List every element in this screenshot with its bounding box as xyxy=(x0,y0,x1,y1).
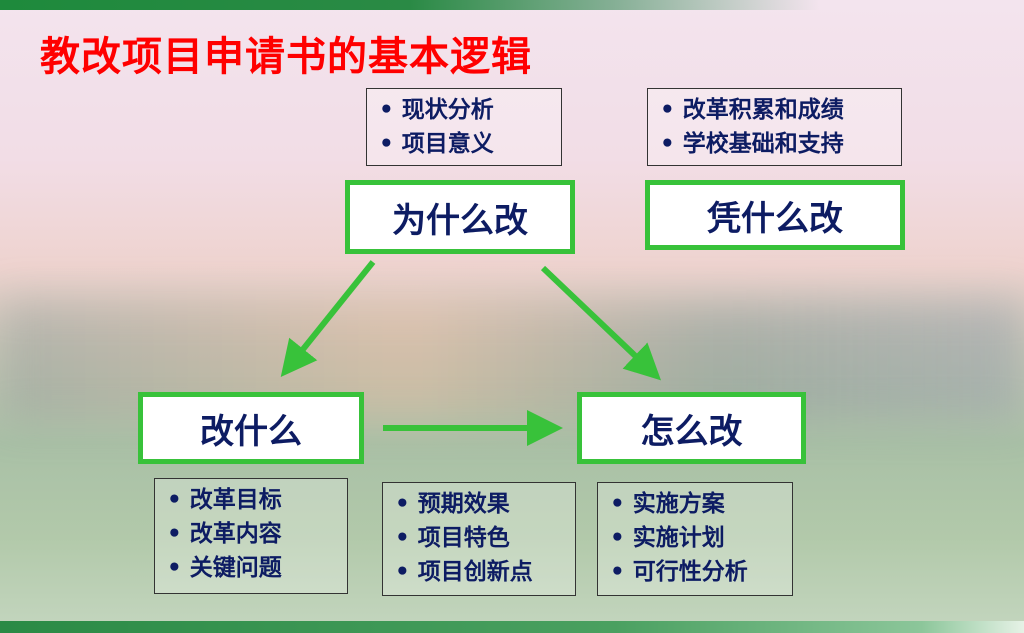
note-item: 预期效果 xyxy=(395,487,563,521)
arrow-why-to-what xyxy=(280,260,376,378)
note-item: 可行性分析 xyxy=(610,555,780,589)
top-bar xyxy=(0,0,1024,10)
arrow-why-to-how xyxy=(540,265,662,381)
note-item: 改革积累和成绩 xyxy=(660,93,889,127)
note-item: 项目意义 xyxy=(379,127,549,161)
note-item: 实施方案 xyxy=(610,487,780,521)
note-how: 实施方案 实施计划 可行性分析 xyxy=(597,482,793,596)
node-why: 为什么改 xyxy=(345,180,575,254)
note-item: 学校基础和支持 xyxy=(660,127,889,161)
slide-title: 教改项目申请书的基本逻辑 xyxy=(40,34,532,80)
bottom-bar xyxy=(0,621,1024,633)
note-item: 现状分析 xyxy=(379,93,549,127)
note-item: 改革目标 xyxy=(167,483,335,517)
node-how: 怎么改 xyxy=(577,392,806,464)
note-basis: 改革积累和成绩 学校基础和支持 xyxy=(647,88,902,166)
note-item: 改革内容 xyxy=(167,517,335,551)
note-why: 现状分析 项目意义 xyxy=(366,88,562,166)
note-item: 关键问题 xyxy=(167,551,335,585)
note-item: 项目特色 xyxy=(395,521,563,555)
node-basis: 凭什么改 xyxy=(645,180,905,250)
note-effect: 预期效果 项目特色 项目创新点 xyxy=(382,482,576,596)
node-what: 改什么 xyxy=(138,392,364,464)
note-item: 实施计划 xyxy=(610,521,780,555)
note-item: 项目创新点 xyxy=(395,555,563,589)
note-what: 改革目标 改革内容 关键问题 xyxy=(154,478,348,594)
